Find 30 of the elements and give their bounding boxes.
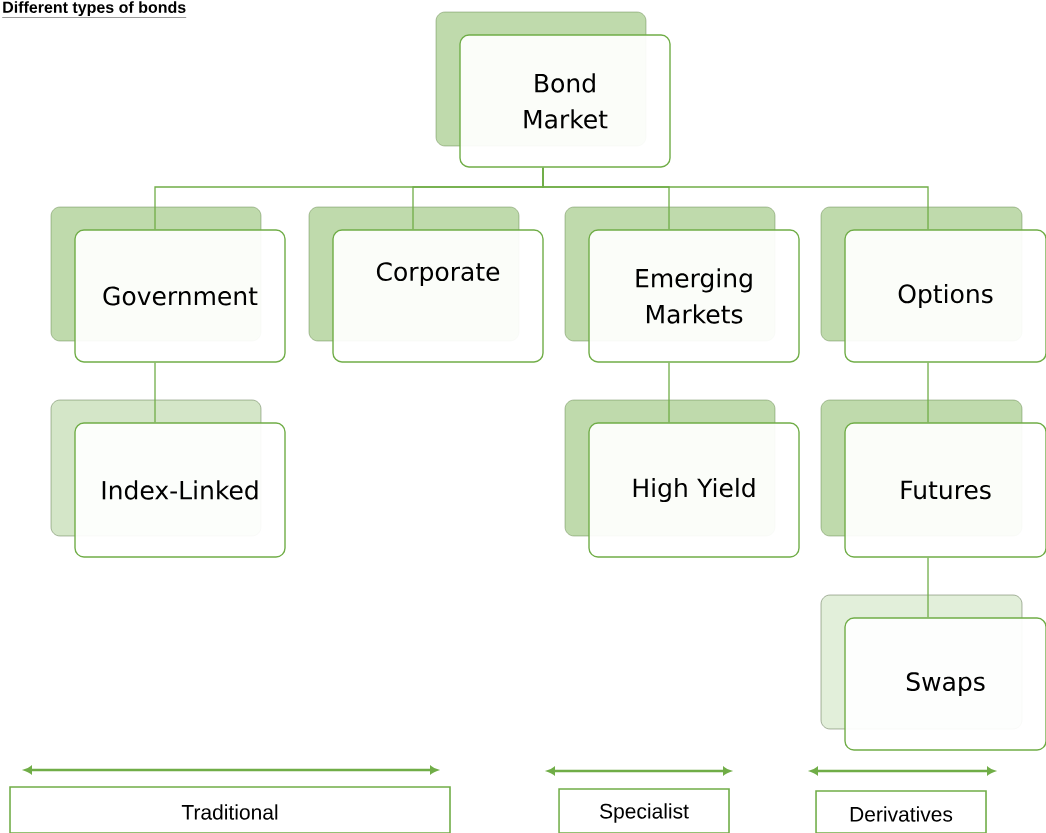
category-box [558,788,730,833]
org-chart-box [459,34,671,168]
org-chart-box [74,422,286,558]
title: Different types of bonds [2,1,187,18]
box-label: Options [898,283,993,309]
box-label: Specialist [600,803,689,823]
category-box [9,786,451,833]
org-chart-box [844,617,1046,751]
org-chart-box [588,229,800,363]
box-label: Derivatives [850,806,953,822]
connector [542,167,929,230]
org-chart-box [844,422,1046,558]
box-label: High Yield [633,477,755,503]
category-box [815,790,987,833]
org-chart-box [588,422,800,558]
connector [927,557,929,618]
org-chart-box [74,229,286,363]
org-chart-box [844,229,1046,363]
connector [927,362,929,423]
connector [154,362,156,423]
box-label: Government [103,286,258,306]
box-label: Emerging Markets [636,268,752,324]
box-label: Index-Linked [102,480,258,500]
org-chart-box [332,229,544,363]
box-label: Corporate [376,262,500,286]
box-label: Traditional [181,804,278,820]
box-label: Futures [901,480,991,500]
box-label: Bond Market [524,73,608,129]
connector [668,362,670,423]
box-label: Swaps [906,672,985,696]
